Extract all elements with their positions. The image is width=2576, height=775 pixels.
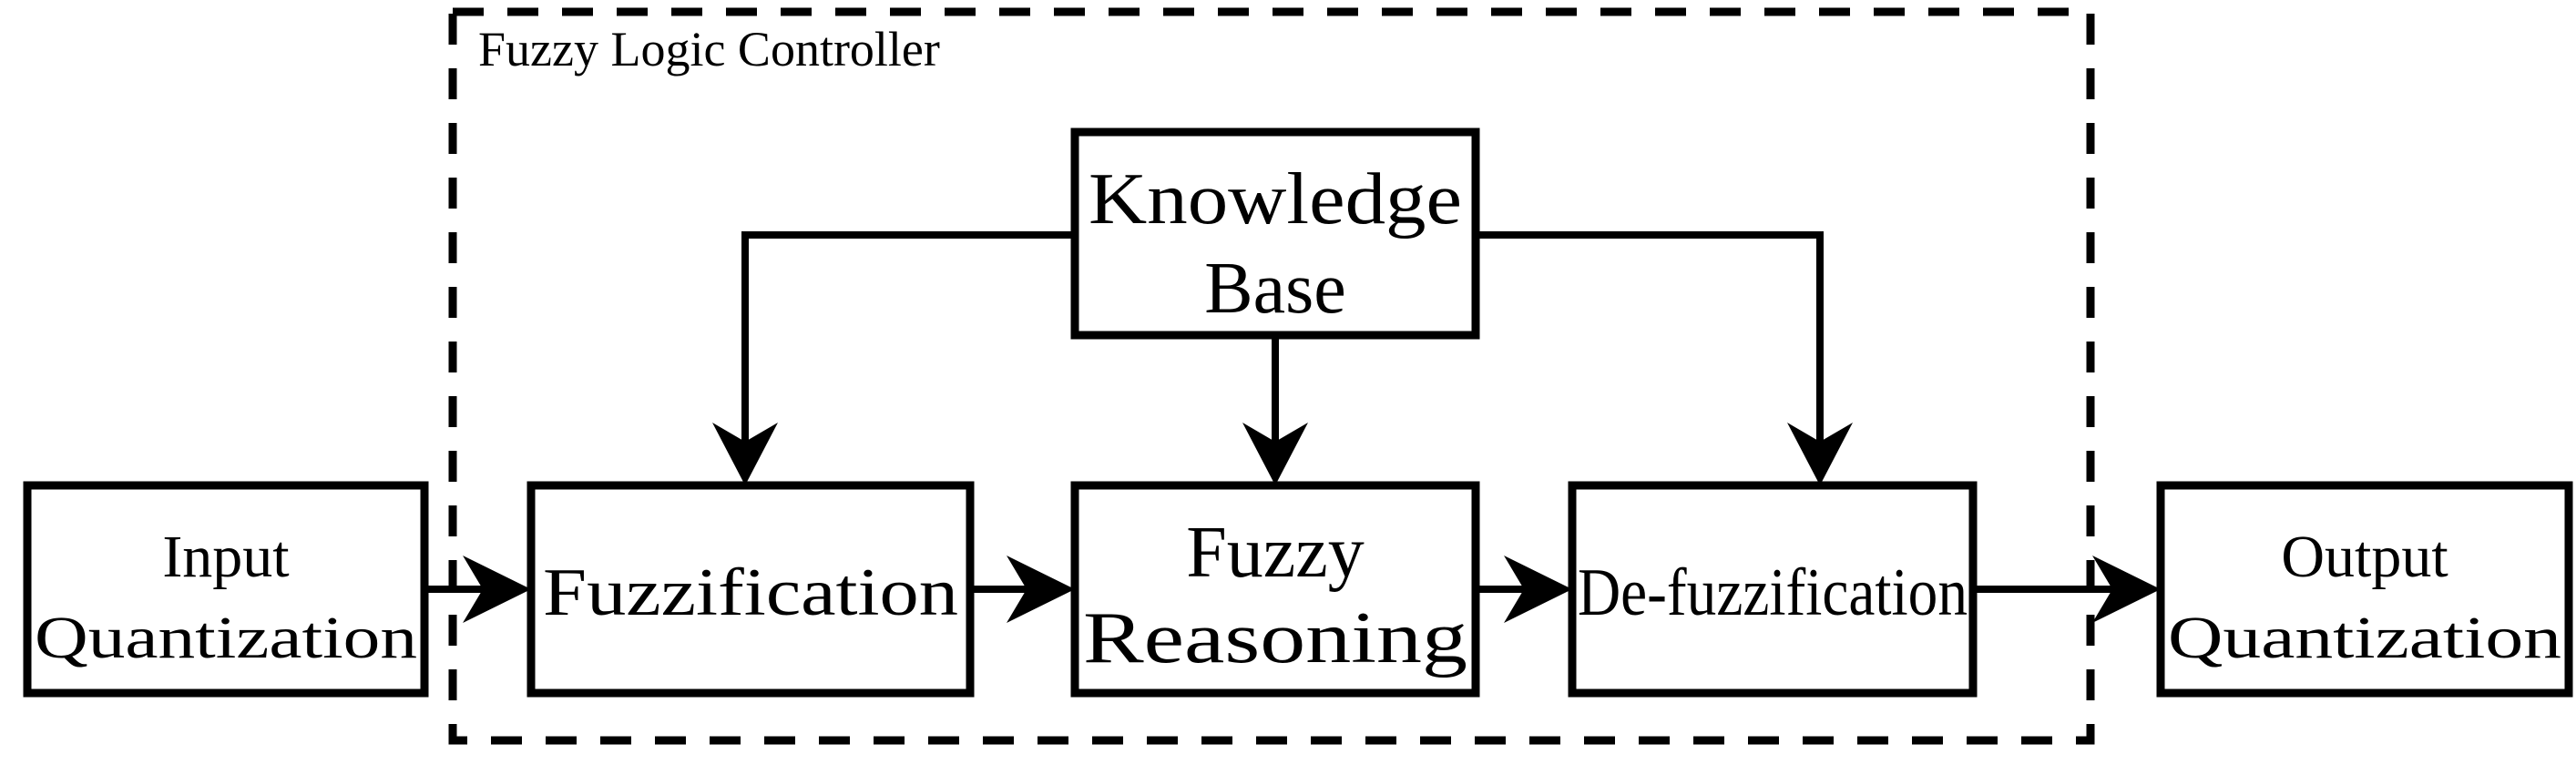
input-quantization-box[interactable] <box>23 481 429 698</box>
frame-title-label: Fuzzy Logic Controller <box>478 22 940 76</box>
input-quantization-label-line1: Input <box>162 524 289 590</box>
connector-kb-to-fuzzification <box>712 231 1075 485</box>
arrowhead-right-fuzzification <box>463 556 531 623</box>
fuzzy-logic-controller-frame <box>448 7 2095 745</box>
connector-input-to-fuzzification <box>424 556 531 623</box>
connector-kb-to-defuzzification <box>1476 231 1853 485</box>
node-output-quantization[interactable]: Output Quantization <box>2156 481 2573 698</box>
output-quantization-label-line2: Quantization <box>2168 605 2561 671</box>
fuzzy-reasoning-label-line2: Reasoning <box>1083 598 1467 678</box>
arrowhead-right-output <box>2092 556 2161 623</box>
node-fuzzification[interactable]: Fuzzification <box>526 481 975 698</box>
fuzzy-reasoning-label-line1: Fuzzy <box>1186 513 1365 593</box>
node-input-quantization[interactable]: Input Quantization <box>23 481 429 698</box>
node-fuzzy-reasoning[interactable]: Fuzzy Reasoning <box>1070 481 1480 698</box>
de-fuzzification-label: De-fuzzification <box>1578 556 1968 630</box>
fuzzification-label: Fuzzification <box>543 556 958 630</box>
connector-reasoning-to-defuzzification <box>1476 556 1572 623</box>
arrowhead-down-defuzzification <box>1787 423 1853 485</box>
connector-defuzzification-to-output <box>1973 556 2161 623</box>
node-de-fuzzification[interactable]: De-fuzzification <box>1568 481 1978 698</box>
arrowhead-right-defuzzification <box>1504 556 1572 623</box>
fuzzification-box[interactable] <box>526 481 975 698</box>
knowledge-base-box[interactable] <box>1070 127 1480 340</box>
input-quantization-label-line2: Quantization <box>35 605 417 671</box>
connector-fuzzification-to-reasoning <box>970 556 1075 623</box>
arrowhead-down-reasoning <box>1242 423 1308 485</box>
arrowhead-down-fuzzification <box>712 423 778 485</box>
knowledge-base-label-line1: Knowledge <box>1089 159 1462 240</box>
fuzzy-reasoning-box[interactable] <box>1070 481 1480 698</box>
connector-kb-to-reasoning <box>1242 335 1308 485</box>
output-quantization-label-line1: Output <box>2281 524 2448 590</box>
knowledge-base-label-line2: Base <box>1204 249 1346 329</box>
arrowhead-right-reasoning <box>1007 556 1075 623</box>
de-fuzzification-box[interactable] <box>1568 481 1978 698</box>
output-quantization-box[interactable] <box>2156 481 2573 698</box>
node-knowledge-base[interactable]: Knowledge Base <box>1070 127 1480 340</box>
